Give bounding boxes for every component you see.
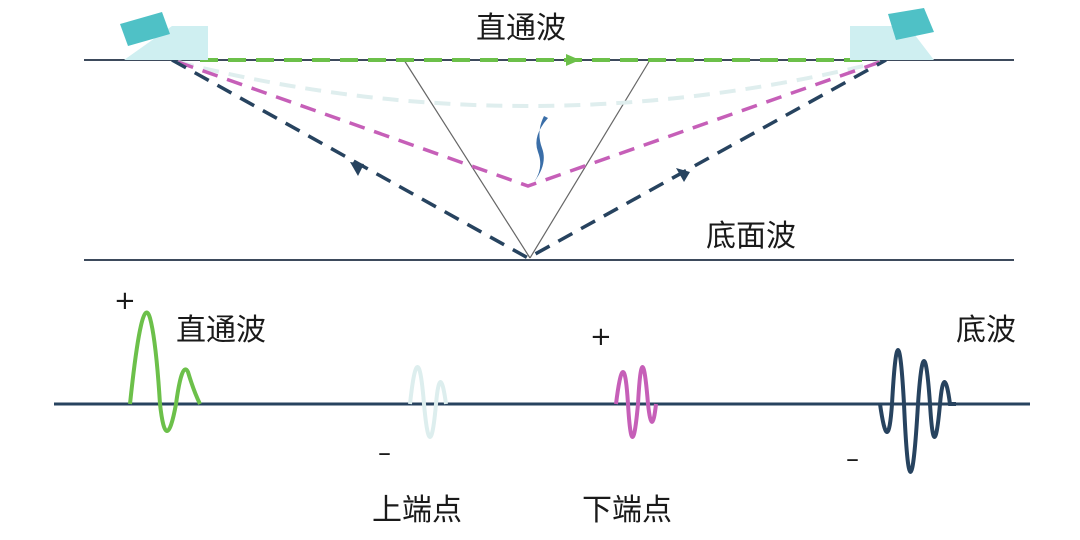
transmitter-probe [120,12,208,60]
receiver-probe [850,8,934,60]
direct-wave-signal [128,310,202,433]
lower-tip-signal [614,365,658,439]
direct-plus-sign: + [114,286,136,316]
backwall-arrow-right [676,168,690,182]
beam-edge-right [529,59,651,259]
direct-wave-path-label: 直通波 [476,11,566,46]
backwall-wave-path-label: 底面波 [706,219,796,254]
backwall-arrow-left [350,162,364,176]
upper-minus-sign: – [378,438,391,468]
lower-plus-sign: + [590,322,612,352]
direct-wave-arrow [566,54,580,66]
crack-defect [534,116,548,182]
backwall-signal-label: 底波 [956,313,1016,348]
lower-tip-label: 下端点 [582,493,672,528]
beam-edge-left [403,59,531,259]
upper-tip-path [177,60,881,108]
upper-tip-signal [408,365,448,439]
backwall-signal [878,348,956,474]
lower-tip-path [177,60,881,188]
upper-tip-label: 上端点 [372,493,462,528]
direct-wave-signal-label: 直通波 [176,313,266,348]
back-minus-sign: – [846,444,859,474]
backwall-path [171,58,887,261]
